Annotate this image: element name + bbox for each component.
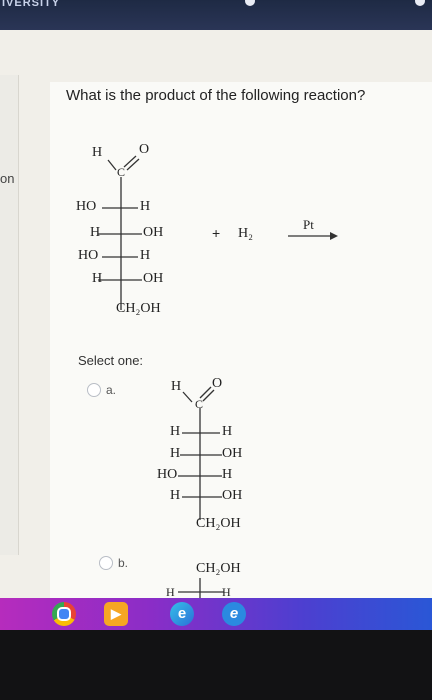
browser-top-bar: IVERSITY	[0, 0, 432, 30]
reactant-row-1-right: H	[140, 199, 151, 214]
reactant-top-h: H	[92, 145, 103, 160]
page-area	[0, 30, 432, 600]
structure-lines	[98, 155, 338, 598]
reactant-co-bond-2	[126, 158, 140, 171]
reactant-bottom-group: CH₂OH	[116, 301, 161, 316]
option-a-row-2-right: OH	[222, 446, 243, 461]
option-b-radio[interactable]	[99, 556, 113, 570]
chrome-icon[interactable]	[52, 602, 76, 626]
option-a-row-2-left: H	[170, 446, 181, 461]
reactant-carbon: C	[117, 165, 126, 179]
option-b-partial-right: H	[222, 585, 231, 599]
windows-taskbar: ▶ e e	[0, 598, 432, 630]
reactant-row-4-left: H	[92, 271, 103, 286]
option-a-letter[interactable]: a.	[106, 383, 117, 397]
select-one-prompt: Select one:	[78, 353, 144, 368]
toolbar-dot-icon	[245, 0, 255, 6]
reactant-row-2-right: OH	[143, 225, 164, 240]
internet-explorer-icon[interactable]: e	[222, 602, 246, 626]
option-a-row-3-left: HO	[157, 467, 178, 482]
reaction-arrow-head	[330, 232, 338, 240]
reactant-row-3-left: HO	[78, 248, 99, 263]
catalyst-label: Pt	[303, 217, 314, 232]
sidebar-edge-text: on	[0, 171, 15, 186]
reactant-row-2-left: H	[90, 225, 101, 240]
question-card	[50, 82, 432, 600]
reactant-h-bond	[107, 159, 117, 171]
option-a-h-bond	[182, 391, 193, 403]
reactant-row-3-right: H	[140, 248, 151, 263]
option-a-carbon: C	[195, 397, 204, 411]
plus-sign: +	[212, 225, 221, 241]
option-a-co-bond-2	[202, 389, 215, 402]
reagent-hydrogen: H₂	[238, 226, 253, 241]
option-b-partial-left: H	[166, 585, 175, 599]
option-a-top-h: H	[171, 379, 182, 394]
site-brand-fragment: IVERSITY	[2, 0, 61, 9]
option-a-row-1-right: H	[222, 424, 233, 439]
option-a-co-bond	[199, 386, 212, 399]
edge-icon[interactable]: e	[170, 602, 194, 626]
reactant-co-bond	[123, 155, 137, 168]
left-navigation-strip	[0, 75, 19, 555]
reactant-row-1-left: HO	[76, 199, 97, 214]
option-b-letter[interactable]: b.	[118, 556, 129, 570]
option-a-bottom-group: CH₂OH	[196, 516, 241, 531]
reactant-top-o: O	[139, 142, 150, 157]
option-a-row-3-right: H	[222, 467, 233, 482]
reactant-row-4-right: OH	[143, 271, 164, 286]
option-a-row-1-left: H	[170, 424, 181, 439]
option-a-radio[interactable]	[87, 383, 101, 397]
option-a-top-o: O	[212, 376, 223, 391]
option-a-row-4-left: H	[170, 488, 181, 503]
question-text: What is the product of the following rea…	[66, 87, 366, 104]
media-player-icon[interactable]: ▶	[104, 602, 128, 626]
option-a-row-4-right: OH	[222, 488, 243, 503]
desk-background	[0, 630, 432, 700]
toolbar-dot-icon	[415, 0, 425, 6]
option-b-top-group: CH₂OH	[196, 561, 241, 576]
